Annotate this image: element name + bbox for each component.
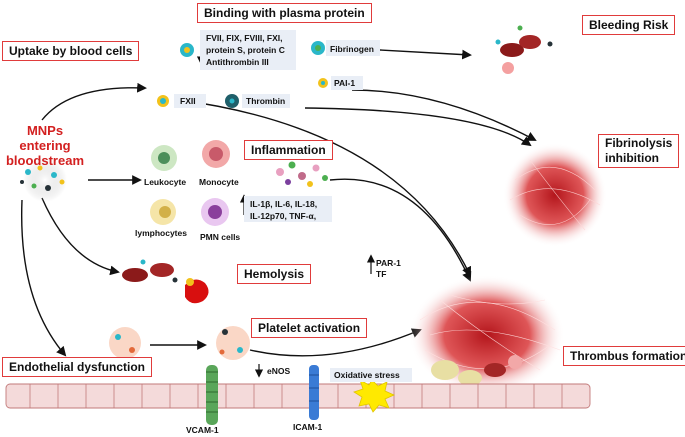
factors-line2: protein S, protein C [206, 45, 285, 55]
flow-arrows [20, 49, 537, 357]
oxidative-panel [330, 368, 412, 382]
platelet-activation-box: Platelet activation [251, 318, 368, 338]
thrombus-formation-box: Thrombus formation [563, 346, 685, 366]
pmn-icon [201, 198, 229, 226]
fibrinogen-panel [326, 40, 380, 56]
arrow-to-fxii [41, 82, 147, 121]
mnps-source-label: MNPs entering bloodstream [4, 123, 86, 168]
arrow-to-endothelial [20, 199, 67, 357]
vcam1-receptor-icon [206, 365, 218, 425]
mnp-cluster-icon [20, 158, 67, 202]
arrow-fxii-thrombus [179, 99, 471, 277]
icam1-receptor-icon [309, 365, 319, 420]
cytokines-line2: IL-12p70, TNF-α, [250, 211, 317, 221]
factors-line3: Antithrombin III [206, 57, 269, 67]
bleeding-risk-box: Bleeding Risk [582, 15, 676, 35]
monocyte-label: Monocyte [199, 177, 239, 187]
fibrinogen-label: Fibrinogen [330, 44, 374, 54]
arrow-pai1-fibrinolysis [351, 89, 537, 141]
arrow-to-hemolysis [41, 197, 120, 276]
fibrinogen-icon [311, 41, 325, 55]
lymphocytes-label: lymphocytes [135, 228, 187, 238]
mnps-line1: MNPs entering [19, 123, 71, 153]
endothelium-cells [29, 384, 563, 408]
icam1-label: ICAM-1 [293, 422, 323, 432]
arrow-inflammation-thrombus [329, 178, 472, 282]
factors-line1: FVII, FIX, FVIII, FXI, [206, 33, 283, 43]
cytokines-label: IL-1β, IL-6, IL-18, IL-12p70, TNF-α, [250, 198, 317, 222]
fibrinolysis-clot-icon [503, 143, 607, 247]
thrombin-panel [242, 94, 290, 108]
par1-tf-label: PAR-1 TF [376, 258, 401, 280]
fibrinolysis-line1: Fibrinolysis [605, 136, 673, 150]
tf-label: TF [376, 269, 387, 279]
thrombin-icon [225, 94, 239, 108]
pai1-label: PAI-1 [334, 78, 356, 88]
enos-label: eNOS [267, 366, 291, 376]
uptake-blood-cells-box: Uptake by blood cells [2, 41, 140, 61]
endothelium-layer [5, 383, 591, 409]
cytokines-panel [244, 196, 332, 222]
par1-label: PAR-1 [376, 258, 401, 268]
binding-plasma-box: Binding with plasma protein [197, 3, 372, 23]
hemolysis-box: Hemolysis [237, 264, 312, 284]
leukocyte-label: Leukocyte [144, 177, 187, 187]
cytokines-line1: IL-1β, IL-6, IL-18, [250, 199, 318, 209]
fibrinolysis-box: Fibrinolysis inhibition [598, 134, 680, 168]
leukocyte-icon [151, 145, 177, 171]
endothelial-dysfunction-box: Endothelial dysfunction [2, 357, 153, 377]
mnps-line2: bloodstream [5, 153, 84, 168]
vcam1-label: VCAM-1 [186, 425, 219, 435]
lymphocyte-icon [150, 199, 176, 225]
inflammation-box: Inflammation [244, 140, 333, 160]
oxidative-stress-burst-icon [353, 379, 395, 413]
thrombus-clot-icon [409, 275, 565, 395]
fibrinolysis-line2: inhibition [605, 151, 659, 165]
bleeding-cells-icon [495, 25, 553, 74]
fxii-label: FXII [180, 96, 196, 106]
activated-platelet-icon [109, 326, 250, 360]
pai1-icon [318, 78, 328, 88]
protein-factor-icon [180, 43, 194, 57]
hemolysis-cells-icon [122, 259, 209, 304]
fxii-panel [174, 94, 206, 108]
pai1-panel [331, 76, 363, 90]
cytokine-dots [276, 161, 328, 187]
arrow-platelet-thrombus [249, 328, 422, 357]
oxidative-stress-label: Oxidative stress [334, 370, 400, 380]
monocyte-icon [202, 140, 230, 168]
fxii-icon [157, 95, 169, 107]
thrombin-label: Thrombin [246, 96, 286, 106]
factors-label: FVII, FIX, FVIII, FXI, protein S, protei… [206, 32, 285, 68]
pmn-label: PMN cells [200, 232, 241, 242]
arrow-thrombin-fibrinolysis [304, 107, 532, 147]
arrow-fibrinogen-bleeding [379, 49, 472, 60]
factors-panel [200, 30, 296, 70]
